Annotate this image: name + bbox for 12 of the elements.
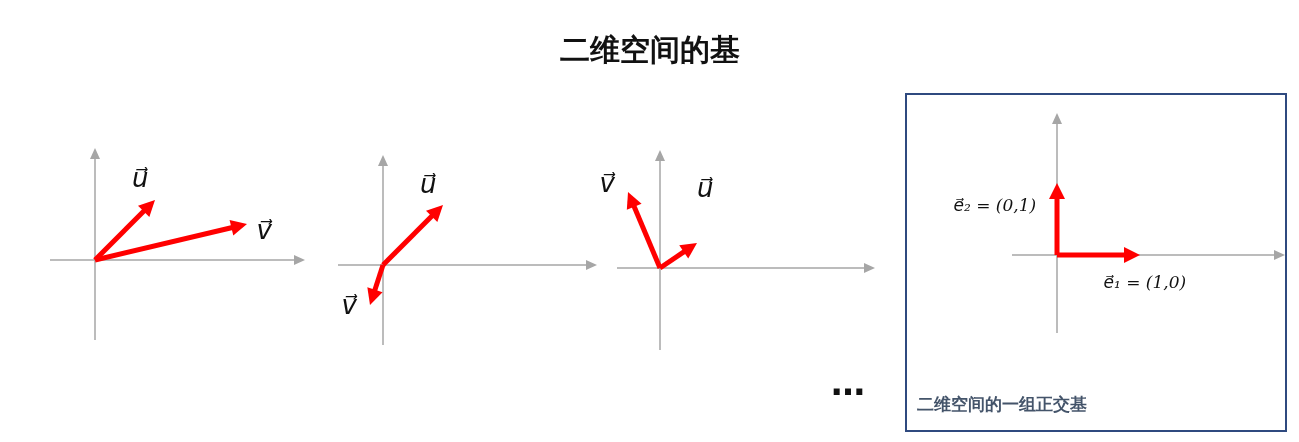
vector-label: v⃗ [599,168,615,198]
ellipsis: … [831,363,865,403]
vector-label: u⃗ [697,173,714,203]
basis-vector-label: e⃗₁ = (1,0) [1103,272,1187,292]
vector-label: v⃗ [341,290,357,320]
vector-label: u⃗ [132,163,149,193]
panel-caption: 二维空间的一组正交基 [917,393,1087,416]
basis-panel [905,93,1287,432]
vector-label: u⃗ [420,169,437,199]
basis-vector-label: e⃗₂ = (0,1) [953,195,1037,215]
vector-label: v⃗ [256,215,272,245]
diagram-title: 二维空间的基 [558,31,741,69]
